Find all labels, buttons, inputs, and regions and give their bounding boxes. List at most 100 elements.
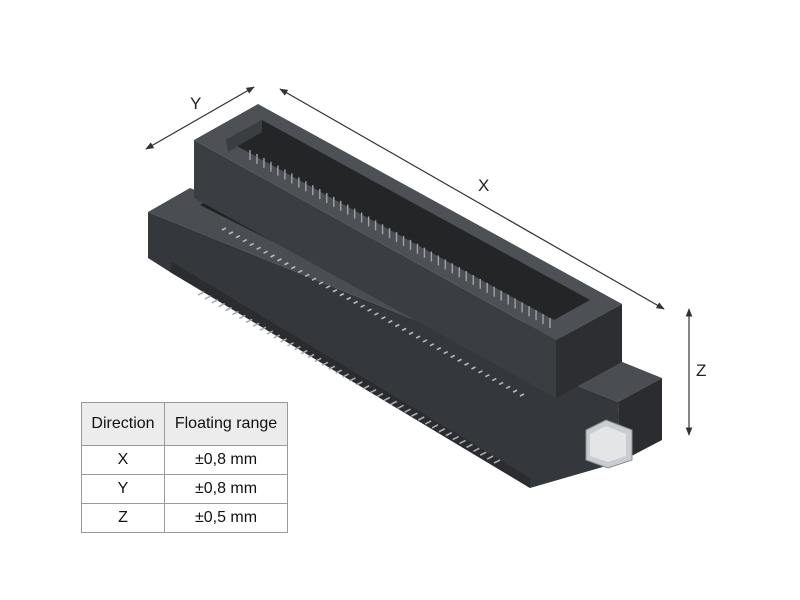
pin — [438, 428, 446, 433]
pin — [397, 404, 404, 410]
pin — [321, 361, 329, 367]
pin — [280, 338, 287, 343]
table-row: Y ±0,8 mm — [81, 474, 288, 504]
cell-direction: X — [81, 445, 165, 475]
pin — [242, 238, 248, 243]
pin — [218, 303, 226, 308]
table-row: Z ±0,5 mm — [81, 503, 288, 533]
pin — [493, 459, 501, 464]
pin — [362, 385, 370, 390]
pin — [505, 385, 511, 389]
cell-direction: Z — [81, 503, 165, 533]
dimension-arrow-x — [279, 88, 665, 310]
pin — [512, 389, 518, 393]
pin — [415, 335, 421, 339]
pin — [294, 345, 301, 351]
pin — [232, 310, 239, 316]
pin — [367, 308, 372, 312]
pin — [383, 396, 391, 402]
pin — [452, 435, 460, 441]
pin — [498, 381, 504, 386]
pin — [263, 250, 268, 254]
pin — [519, 393, 525, 397]
pin — [266, 330, 274, 335]
pin — [328, 365, 336, 370]
table-header-row: Direction Floating range — [81, 402, 288, 446]
pin — [417, 416, 425, 421]
pin — [211, 299, 219, 304]
pin — [297, 269, 303, 274]
pin — [360, 304, 365, 308]
pin — [471, 366, 476, 370]
cell-direction: Y — [81, 474, 165, 504]
pin — [369, 388, 377, 394]
pin — [353, 300, 359, 305]
pin — [387, 319, 393, 324]
pin — [284, 262, 289, 266]
pin — [404, 408, 411, 413]
pin — [411, 412, 418, 417]
pin — [225, 306, 232, 312]
pin — [235, 235, 241, 239]
lower-pin-row — [197, 291, 501, 464]
pin — [422, 339, 428, 343]
pin — [472, 447, 480, 452]
pin — [390, 400, 398, 406]
pin — [256, 246, 262, 251]
pin — [252, 322, 260, 327]
axis-label-x: X — [478, 176, 490, 195]
cell-range: ±0,8 mm — [164, 474, 288, 504]
pin — [436, 346, 442, 351]
pin — [332, 289, 338, 293]
dimension-arrow-y — [145, 86, 255, 150]
pin — [374, 312, 379, 316]
pin — [249, 242, 255, 247]
pin — [408, 331, 414, 335]
pin — [221, 227, 227, 231]
pin — [300, 349, 308, 355]
pin — [228, 231, 234, 235]
header-direction: Direction — [81, 402, 165, 446]
axis-label-z: Z — [696, 361, 707, 380]
pin — [277, 258, 282, 262]
table-row: X ±0,8 mm — [81, 445, 288, 475]
upper-contact-row — [249, 150, 551, 328]
pin — [443, 350, 449, 355]
pin — [273, 334, 281, 339]
pin — [349, 377, 356, 382]
pin — [335, 369, 343, 374]
pin — [457, 358, 462, 362]
pin — [318, 281, 324, 285]
pin — [486, 455, 494, 460]
pin — [464, 362, 469, 366]
pin — [346, 296, 352, 301]
pin — [339, 292, 345, 297]
pin — [304, 273, 310, 278]
pin — [491, 377, 497, 382]
pin — [479, 451, 487, 456]
pin — [376, 392, 384, 398]
pin — [204, 295, 212, 300]
pin — [287, 342, 294, 347]
pin — [429, 343, 435, 347]
pin — [450, 354, 456, 359]
pin — [314, 357, 322, 363]
pin — [307, 353, 315, 359]
pin — [484, 373, 490, 378]
header-floating-range: Floating range — [164, 402, 288, 446]
pin — [245, 318, 253, 324]
axis-label-y: Y — [190, 94, 202, 113]
pin — [381, 316, 386, 320]
pin — [466, 443, 473, 449]
pin — [478, 370, 483, 374]
pin — [459, 439, 466, 445]
pin — [238, 314, 246, 320]
mid-contact-row — [221, 227, 525, 397]
pin — [445, 431, 453, 437]
pin — [424, 420, 432, 425]
pin — [325, 285, 331, 289]
pin — [431, 424, 439, 429]
pin — [355, 381, 363, 386]
pin — [259, 326, 267, 331]
